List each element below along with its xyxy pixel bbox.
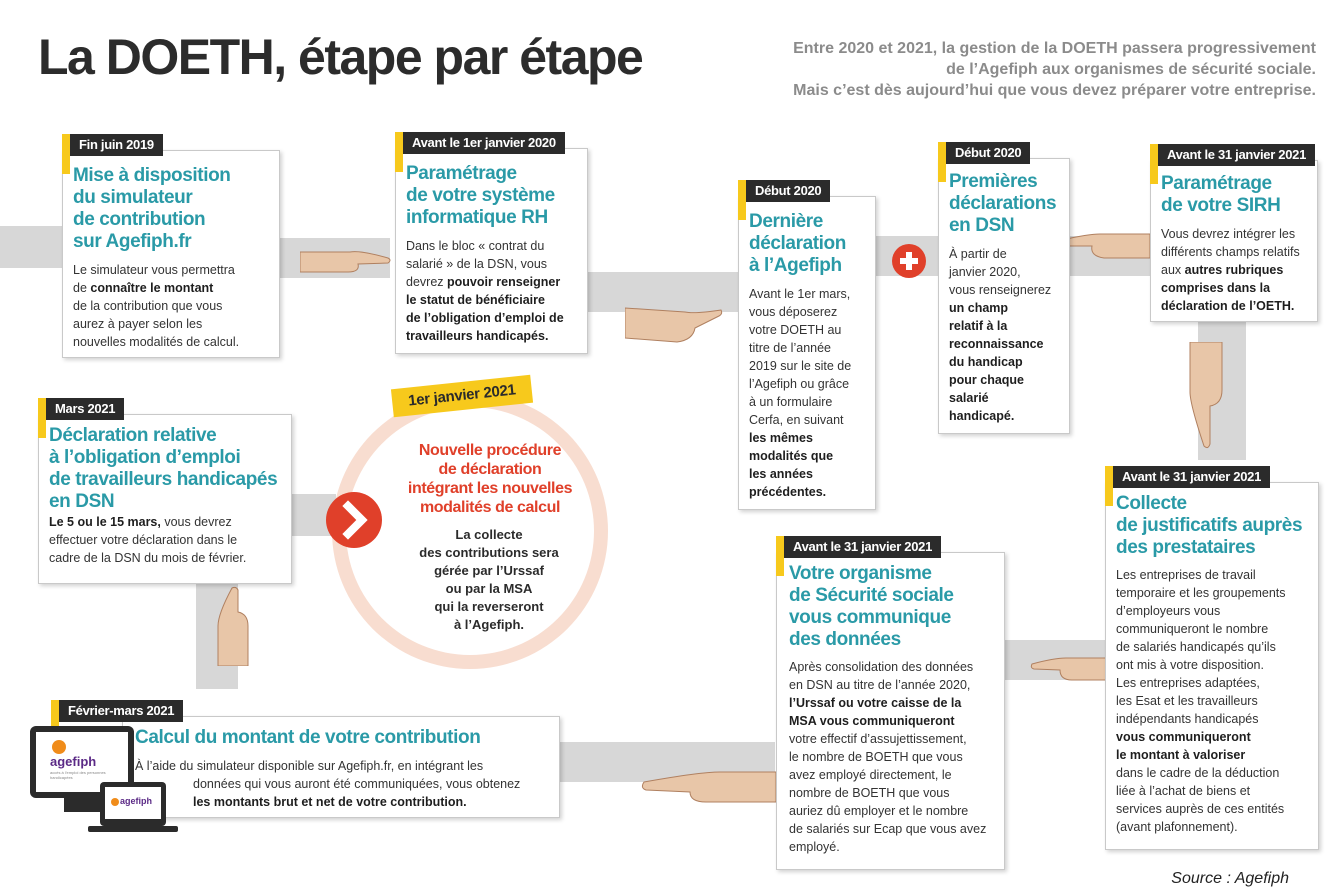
step-date-badge: Avant le 31 janvier 2021 [784,536,942,558]
monitor-stand-icon [64,798,100,812]
pointing-hand-icon [1030,657,1110,681]
step-date-badge: Début 2020 [946,142,1031,164]
center-circle [332,393,608,669]
step-date-badge: Février-mars 2021 [59,700,184,722]
step-title: Paramétrage de votre système informatiqu… [406,163,555,228]
source-credit: Source : Agefiph [1171,870,1289,887]
step-card-collecte-justificatifs: Avant le 31 janvier 2021 Collecte de jus… [1105,466,1319,850]
step-body: Vous devrez intégrer les différents cham… [1161,227,1300,313]
pointing-hand-icon [1060,233,1150,259]
pointing-hand-icon [1189,342,1223,449]
agefiph-logo-icon [111,798,119,806]
step-card-parametrage-sirh: Avant le 31 janvier 2021 Paramétrage de … [1150,144,1318,322]
step-body: Dans le bloc « contrat du salarié » de l… [406,239,564,343]
pointing-hand-icon [300,251,391,273]
step-title: Votre organisme de Sécurité sociale vous… [789,563,954,650]
intro-text: Entre 2020 et 2021, la gestion de la DOE… [793,40,1316,99]
step-title: Paramétrage de votre SIRH [1161,173,1281,216]
step-body: Les entreprises de travail temporaire et… [1116,568,1286,834]
step-date-badge: Fin juin 2019 [70,134,163,156]
step-card-mars-2021: Mars 2021 Déclaration relative à l’oblig… [38,398,292,584]
plus-icon [892,244,926,278]
pointing-hand-icon [641,771,776,803]
center-heading: Nouvelle procédure de déclaration intégr… [407,442,573,516]
step-card-debut-2020-derniere-declaration: Début 2020 Dernière déclaration à l’Agef… [738,180,876,510]
step-title: Collecte de justificatifs auprès des pre… [1116,493,1303,558]
step-title: Premières déclarations en DSN [949,171,1057,236]
step-title: Déclaration relative à l’obligation d’em… [49,425,278,512]
step-date-badge: Avant le 31 janvier 2021 [1158,144,1316,166]
step-body: Avant le 1er mars, vous déposerez votre … [749,287,852,499]
step-body: À partir de janvier 2020, vous renseigne… [949,247,1052,423]
step-card-avant-1er-janvier-2020: Avant le 1er janvier 2020 Paramétrage de… [395,132,588,354]
step-body: Le 5 ou le 15 mars, vous devrez effectue… [49,515,247,565]
step-date-badge: Début 2020 [746,180,831,202]
step-title: Mise à disposition du simulateur de cont… [73,165,231,252]
step-card-securite-sociale: Avant le 31 janvier 2021 Votre organisme… [776,536,1005,870]
path-segment [588,272,738,312]
pointing-hand-icon [625,307,723,343]
step-card-debut-2020-premieres-declarations: Début 2020 Premières déclarations en DSN… [938,142,1070,434]
laptop-base-icon [88,826,178,832]
step-card-calcul-montant: Février-mars 2021 Calcul du montant de v… [51,700,560,818]
step-body: Après consolidation des données en DSN a… [789,660,987,854]
center-body: La collecte des contributions sera gérée… [419,527,559,632]
step-body: Le simulateur vous permettra de connaîtr… [73,263,240,349]
step-title: Calcul du montant de votre contribution [135,727,481,748]
page-title: La DOETH, étape par étape [38,29,644,85]
step-date-badge: Mars 2021 [46,398,125,420]
step-date-badge: Avant le 31 janvier 2021 [1113,466,1271,488]
step-body: À l’aide du simulateur disponible sur Ag… [135,759,521,809]
chevron-right-icon [326,492,382,548]
step-title: Dernière déclaration à l’Agefiph [749,211,846,276]
step-card-fin-juin-2019: Fin juin 2019 Mise à disposition du simu… [62,134,280,358]
path-segment [0,226,62,268]
laptop-icon: agefiph [100,782,166,826]
step-date-badge: Avant le 1er janvier 2020 [403,132,565,154]
pointing-hand-icon [217,586,249,666]
agefiph-logo-icon [52,740,66,754]
